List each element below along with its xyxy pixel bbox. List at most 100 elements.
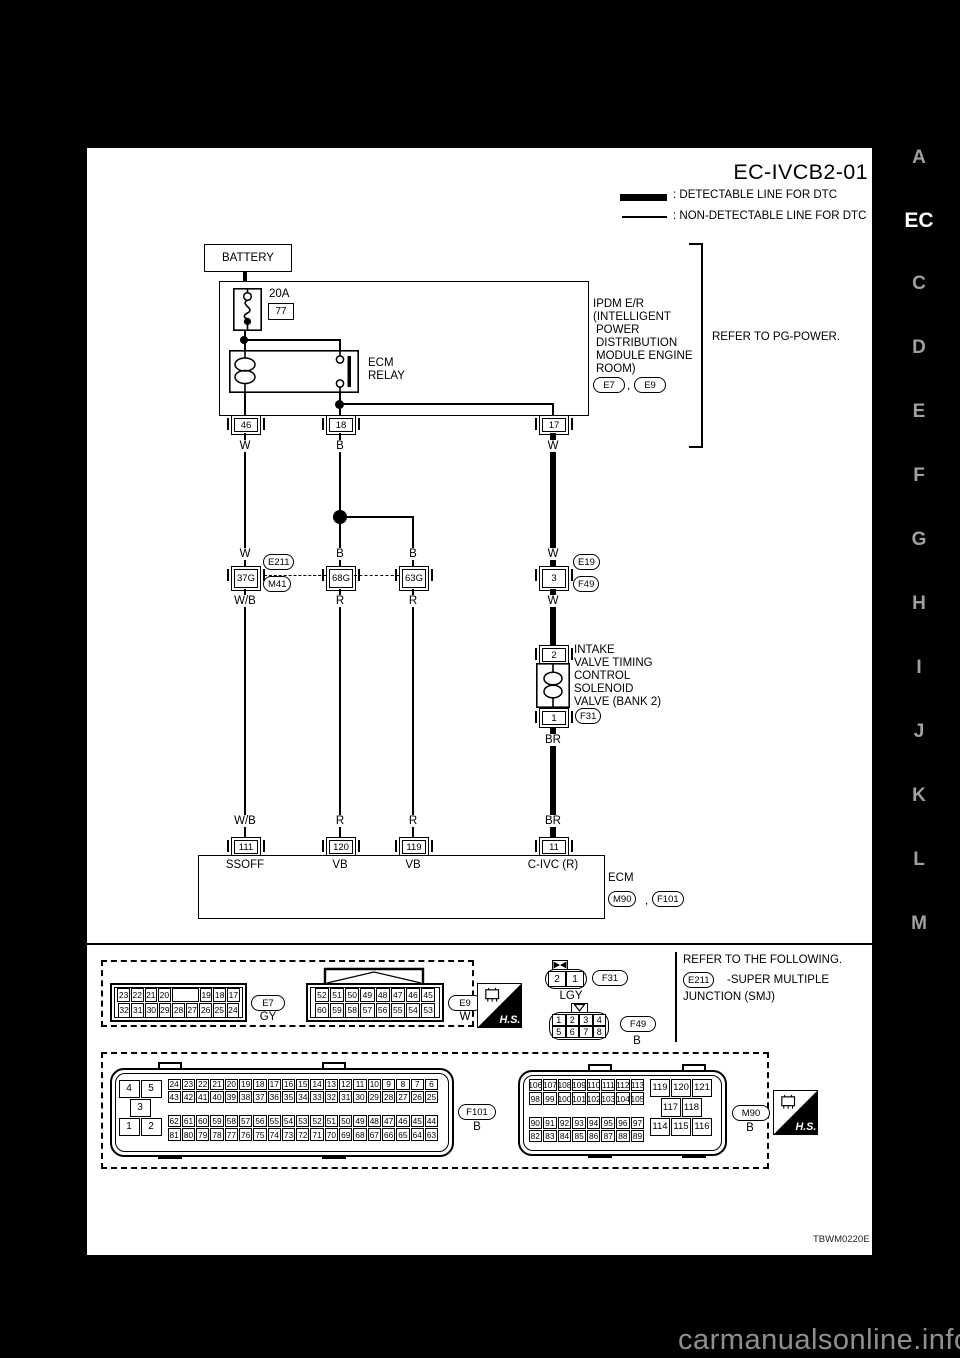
pin-cell: 103 xyxy=(601,1092,616,1106)
wire-color-w-5: W xyxy=(545,595,561,607)
pin-cell: 17 xyxy=(267,1078,281,1091)
legend-thick-line xyxy=(620,194,667,201)
terminal-tick xyxy=(431,569,433,581)
pin-cell: 46 xyxy=(405,987,421,1002)
same-connector-dash-2 xyxy=(354,575,399,576)
pin-cell: 19 xyxy=(238,1078,253,1091)
legend-detectable-label: : DETECTABLE LINE FOR DTC xyxy=(673,189,838,201)
wire-color-w-1: W xyxy=(237,440,253,452)
wire-color-r-3: R xyxy=(333,815,347,827)
pin-cell: 59 xyxy=(210,1114,224,1128)
connector-ref-e211: E211 xyxy=(263,554,295,570)
pin-cell: 54 xyxy=(281,1114,296,1128)
terminal-119: 119 xyxy=(395,837,433,857)
pin-cell: 23 xyxy=(117,987,130,1002)
pin-cell: 91 xyxy=(543,1116,557,1129)
f49-color-label: B xyxy=(633,1035,641,1047)
pin-cell: 21 xyxy=(144,987,158,1002)
pin-cell: 2 xyxy=(548,971,566,987)
solenoid-label-line1: INTAKE xyxy=(574,644,615,656)
pin-cell: 62 xyxy=(167,1114,181,1128)
connector-ref-e211-footer: E211 xyxy=(683,972,715,988)
connector-ref-m41: M41 xyxy=(263,576,292,592)
solenoid-terminal-1-number: 1 xyxy=(550,712,558,724)
hs-label-1: H.S. xyxy=(500,1014,521,1026)
terminal-120-number: 120 xyxy=(332,841,350,853)
pin-cell: 7 xyxy=(410,1078,424,1091)
ecm-signal-ssoff: SSOFF xyxy=(225,859,265,871)
smj-label-line1: -SUPER MULTIPLE xyxy=(727,974,830,986)
pin-cell: 35 xyxy=(281,1091,296,1104)
pin-cell: 25 xyxy=(212,1003,226,1018)
tab-e: E xyxy=(912,401,926,422)
terminal-18: 18 xyxy=(322,415,360,435)
pin-cell: 64 xyxy=(410,1128,424,1142)
pin-cell: 100 xyxy=(557,1092,572,1106)
pin-cell: 53 xyxy=(296,1114,310,1128)
tab-j: J xyxy=(913,721,925,742)
pin-cell: 92 xyxy=(557,1116,572,1129)
pin-cell: 53 xyxy=(421,1003,436,1018)
wire-to-term17-horizontal xyxy=(339,403,554,405)
wire-color-w-2: W xyxy=(545,440,561,452)
fuse-icon xyxy=(233,288,262,331)
pin-cell: 72 xyxy=(296,1128,310,1142)
terminal-18-number: 18 xyxy=(334,419,348,431)
terminal-17: 17 xyxy=(535,415,573,435)
wire-r2-long xyxy=(412,589,414,837)
pin-cell: 29 xyxy=(367,1091,381,1104)
wire-b-18 xyxy=(339,433,341,566)
pin-cell: 28 xyxy=(172,1003,185,1018)
pin-cell: 102 xyxy=(586,1092,601,1106)
tab-ec-active: EC xyxy=(904,209,934,232)
pin-cell: 6 xyxy=(424,1078,439,1091)
pin-row: 3 xyxy=(118,1098,162,1117)
pin-cell: 67 xyxy=(367,1128,381,1142)
pin-cell: 50 xyxy=(345,987,360,1002)
pin-cell: 1 xyxy=(552,1014,566,1026)
wire-color-b-3: B xyxy=(407,548,419,560)
terminal-tick xyxy=(227,418,229,430)
connector-68g-pin: 68G xyxy=(331,573,351,584)
pin-cell: 85 xyxy=(572,1129,586,1143)
legend-non-detectable-label: : NON-DETECTABLE LINE FOR DTC xyxy=(673,210,867,222)
pin-cell: 17 xyxy=(227,987,240,1002)
page-title: EC-IVCB2-01 xyxy=(733,160,868,184)
pin-cell: 84 xyxy=(557,1129,572,1143)
pin-cell: 1 xyxy=(566,971,584,987)
terminal-tick xyxy=(263,418,265,430)
pin-cell: 2 xyxy=(140,1117,162,1136)
pin-cell: 61 xyxy=(181,1114,196,1128)
pin-cell: 8 xyxy=(396,1078,410,1091)
pin-cell: 56 xyxy=(253,1114,267,1128)
refer-bracket-tick-top xyxy=(689,243,701,245)
refer-bracket-tick-bottom xyxy=(689,446,701,448)
connector-63g: 63G xyxy=(395,566,433,591)
pin-cell: 43 xyxy=(167,1091,181,1104)
pin-cell: 115 xyxy=(671,1117,691,1136)
pin-cell: 4 xyxy=(592,1014,606,1026)
pin-cell: 6 xyxy=(565,1026,579,1038)
pin-cell: 121 xyxy=(692,1078,712,1097)
pin-cell: 31 xyxy=(339,1091,353,1104)
pin-cell: 90 xyxy=(528,1116,543,1129)
pin-cell: 70 xyxy=(324,1128,339,1142)
pin-cell: 21 xyxy=(210,1078,224,1091)
wire-to-term18 xyxy=(339,403,341,415)
e9-color-label: W xyxy=(459,1011,471,1023)
pin-cell: 88 xyxy=(616,1129,630,1143)
pin-cell: 1 xyxy=(118,1117,140,1136)
connector-3-pin: 3 xyxy=(550,573,558,584)
terminal-120: 120 xyxy=(322,837,360,857)
